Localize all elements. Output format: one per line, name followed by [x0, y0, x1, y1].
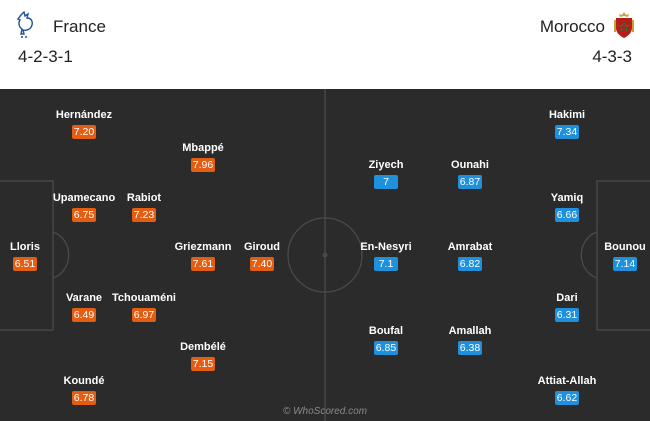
player-name: Ounahi	[451, 159, 489, 171]
match-header: France 4-2-3-1 Morocco 4-3-3	[0, 0, 650, 89]
player-amrabat[interactable]: Amrabat 6.82	[430, 241, 510, 275]
player-rating: 7.34	[555, 125, 579, 139]
player-name: Rabiot	[126, 192, 162, 204]
player-ounahi[interactable]: Ounahi 6.87	[430, 159, 510, 193]
player-rabiot[interactable]: Rabiot 7.23	[104, 192, 184, 226]
player-rating: 6.62	[555, 391, 579, 405]
player-rating: 6.31	[555, 308, 579, 322]
player-griezmann[interactable]: Griezmann 7.61	[163, 241, 243, 275]
player-rating: 6.49	[72, 308, 96, 322]
player-rating: 6.87	[458, 175, 482, 189]
player-rating: 7.20	[72, 125, 96, 139]
player-name: Dembélé	[180, 341, 226, 353]
player-yamiq[interactable]: Yamiq 6.66	[527, 192, 607, 226]
player-rating: 7	[374, 175, 398, 189]
player-rating: 6.85	[374, 341, 398, 355]
player-rating: 7.96	[191, 158, 215, 172]
player-bounou[interactable]: Bounou 7.14	[585, 241, 650, 275]
player-upamecano[interactable]: Upamecano 6.75	[44, 192, 124, 226]
player-name: Hakimi	[548, 109, 586, 121]
player-attiat-allah[interactable]: Attiat-Allah 6.62	[527, 375, 607, 409]
pitch: Lloris 6.51 Hernández 7.20 Upamecano 6.7…	[0, 89, 650, 421]
player-name: Koundé	[63, 375, 105, 387]
player-name: En-Nesyri	[360, 241, 412, 253]
player-rating: 6.66	[555, 208, 579, 222]
whoscored-watermark: © WhoScored.com	[282, 406, 368, 417]
player-rating: 6.78	[72, 391, 96, 405]
player-tchouameni[interactable]: Tchouaméni 6.97	[104, 292, 184, 326]
player-boufal[interactable]: Boufal 6.85	[346, 325, 426, 359]
player-rating: 7.61	[191, 257, 215, 271]
player-name: Amrabat	[447, 241, 493, 253]
player-name: Boufal	[368, 325, 404, 337]
player-name: Varane	[65, 292, 103, 304]
player-name: Dari	[556, 292, 578, 304]
player-rating: 6.82	[458, 257, 482, 271]
player-rating: 7.1	[374, 257, 398, 271]
player-dari[interactable]: Dari 6.31	[527, 292, 607, 326]
home-team-name: France	[53, 17, 106, 36]
player-rating: 6.75	[72, 208, 96, 222]
away-team-name: Morocco	[539, 17, 605, 36]
player-rating: 6.51	[13, 257, 37, 271]
player-name: Amallah	[448, 325, 492, 337]
player-mbappe[interactable]: Mbappé 7.96	[163, 142, 243, 176]
player-kounde[interactable]: Koundé 6.78	[44, 375, 124, 409]
player-rating: 6.97	[132, 308, 156, 322]
player-en-nesyri[interactable]: En-Nesyri 7.1	[346, 241, 426, 275]
rooster-crest-icon	[16, 11, 33, 38]
player-name: Lloris	[10, 241, 40, 253]
player-lloris[interactable]: Lloris 6.51	[0, 241, 65, 275]
lion-crest-icon	[614, 12, 634, 38]
player-rating: 7.15	[191, 357, 215, 371]
player-hakimi[interactable]: Hakimi 7.34	[527, 109, 607, 143]
pitch-markings	[0, 89, 650, 421]
player-name: Hernández	[55, 109, 113, 121]
player-giroud[interactable]: Giroud 7.40	[222, 241, 302, 275]
player-ziyech[interactable]: Ziyech 7	[346, 159, 426, 193]
player-name: Tchouaméni	[112, 292, 176, 304]
player-dembele[interactable]: Dembélé 7.15	[163, 341, 243, 375]
player-name: Yamiq	[550, 192, 584, 204]
player-name: Bounou	[604, 241, 646, 253]
player-name: Griezmann	[174, 241, 232, 253]
player-rating: 7.23	[132, 208, 156, 222]
player-name: Giroud	[243, 241, 281, 253]
player-name: Mbappé	[182, 142, 224, 154]
player-rating: 7.40	[250, 257, 274, 271]
player-hernandez[interactable]: Hernández 7.20	[44, 109, 124, 143]
player-varane[interactable]: Varane 6.49	[44, 292, 124, 326]
player-amallah[interactable]: Amallah 6.38	[430, 325, 510, 359]
player-rating: 6.38	[458, 341, 482, 355]
player-rating: 7.14	[613, 257, 637, 271]
player-name: Attiat-Allah	[537, 375, 597, 387]
home-formation: 4-2-3-1	[18, 47, 73, 66]
player-name: Upamecano	[52, 192, 116, 204]
player-name: Ziyech	[368, 159, 404, 171]
away-formation: 4-3-3	[592, 47, 632, 66]
